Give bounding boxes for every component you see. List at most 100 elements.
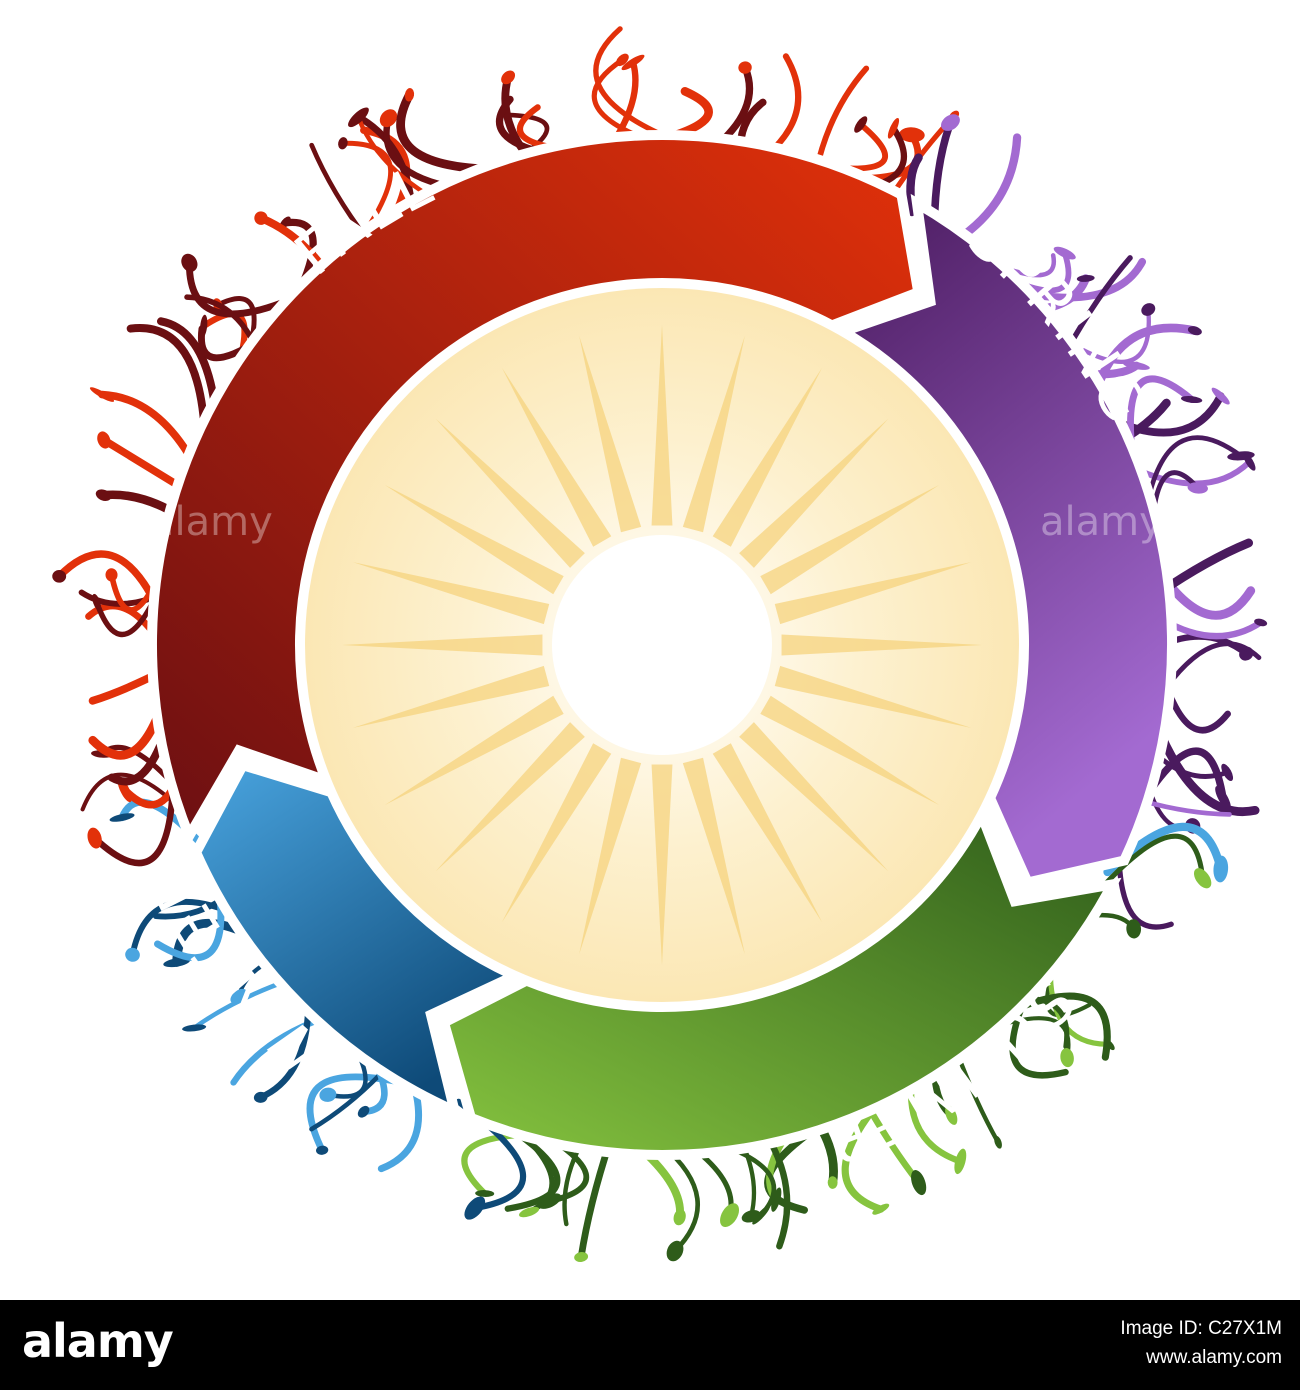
sun-ray bbox=[435, 418, 585, 568]
vine-stem bbox=[1092, 833, 1206, 898]
sun-ray bbox=[760, 485, 940, 595]
leaf bbox=[673, 1209, 686, 1226]
leaf bbox=[92, 593, 102, 611]
leaf bbox=[1221, 763, 1234, 782]
sun-ray bbox=[579, 335, 642, 533]
leaf bbox=[1254, 618, 1268, 627]
leaf bbox=[854, 116, 868, 133]
leaf bbox=[1076, 274, 1095, 282]
watermark: alamy alamy bbox=[150, 499, 1163, 545]
leaf bbox=[95, 489, 112, 501]
leaf bbox=[771, 1187, 782, 1212]
leaf bbox=[887, 117, 900, 139]
watermark-right: alamy bbox=[1040, 499, 1163, 545]
leaf bbox=[357, 1105, 370, 1118]
leaf bbox=[254, 211, 268, 225]
leaf bbox=[1053, 246, 1076, 260]
leaf bbox=[954, 1148, 967, 1175]
leaf bbox=[348, 107, 369, 128]
leaf bbox=[827, 1176, 838, 1189]
leaf bbox=[1213, 855, 1229, 883]
sun-ray bbox=[739, 418, 889, 568]
sun-ray bbox=[739, 722, 889, 872]
leaf bbox=[1227, 451, 1255, 461]
leaf bbox=[182, 1024, 207, 1032]
footer-logo: alamy bbox=[22, 1314, 174, 1368]
sun-ray bbox=[774, 665, 972, 728]
center-sun bbox=[300, 283, 1024, 1007]
leaf bbox=[994, 1135, 1002, 1149]
leaf bbox=[1187, 482, 1208, 494]
sun-ray bbox=[760, 695, 940, 805]
leaf bbox=[519, 1206, 540, 1218]
leaf bbox=[945, 1105, 958, 1125]
leaf bbox=[253, 1091, 268, 1103]
leaf bbox=[105, 568, 118, 582]
vine-stem bbox=[906, 153, 923, 217]
sun-ray bbox=[781, 634, 982, 656]
vine-stem bbox=[813, 65, 870, 173]
footer-info: Image ID: C27X1M www.alamy.com bbox=[1120, 1314, 1282, 1372]
leaf bbox=[89, 387, 115, 402]
leaf bbox=[1187, 326, 1202, 336]
sun-ray bbox=[352, 665, 550, 728]
leaf bbox=[316, 1145, 329, 1155]
leaf bbox=[1211, 387, 1230, 405]
leaf bbox=[87, 827, 102, 849]
sun-ray bbox=[651, 325, 673, 526]
leaf bbox=[899, 127, 925, 143]
leaf bbox=[941, 114, 960, 131]
leaf bbox=[475, 1190, 495, 1197]
leaf bbox=[125, 947, 140, 962]
leaf bbox=[379, 109, 398, 128]
sun-ray bbox=[682, 757, 745, 955]
vine-stem bbox=[98, 390, 200, 470]
sun-ray bbox=[352, 562, 550, 625]
sun-ray bbox=[712, 367, 822, 547]
leaf bbox=[1215, 785, 1231, 811]
leaf bbox=[163, 957, 190, 968]
sun-ray bbox=[384, 485, 564, 595]
leaf bbox=[1060, 1048, 1074, 1068]
footer-url: www.alamy.com bbox=[1146, 1347, 1282, 1368]
leaf bbox=[752, 1205, 771, 1225]
footer-bar: alamy Image ID: C27X1M www.alamy.com bbox=[0, 1300, 1300, 1390]
sun-ray bbox=[502, 367, 612, 547]
leaf bbox=[621, 54, 645, 71]
watermark-left: alamy bbox=[150, 499, 273, 545]
leaf bbox=[319, 1087, 337, 1102]
image-id: Image ID: C27X1M bbox=[1120, 1318, 1282, 1339]
leaf bbox=[1193, 868, 1212, 889]
sun-ray bbox=[342, 634, 543, 656]
sun-ray bbox=[579, 757, 642, 955]
leaf bbox=[338, 137, 348, 150]
leaf bbox=[404, 88, 415, 102]
vine-stem bbox=[593, 26, 691, 149]
sun-icon bbox=[342, 325, 982, 965]
leaf bbox=[464, 1196, 486, 1220]
leaf bbox=[720, 1203, 740, 1228]
leaf bbox=[1180, 395, 1203, 404]
leaf bbox=[738, 61, 752, 74]
leaf bbox=[574, 1251, 589, 1263]
vine-stem bbox=[762, 53, 802, 160]
sun-ray bbox=[502, 743, 612, 923]
sun-ray bbox=[651, 764, 673, 965]
sun-ray bbox=[712, 743, 822, 923]
leaf bbox=[1126, 919, 1142, 939]
sun-ray bbox=[384, 695, 564, 805]
leaf bbox=[230, 988, 248, 1004]
leaf bbox=[97, 431, 111, 449]
leaf bbox=[1141, 303, 1156, 316]
leaf bbox=[666, 1240, 684, 1262]
leaf bbox=[1122, 361, 1150, 370]
leaf bbox=[181, 253, 198, 272]
leaf bbox=[911, 1170, 927, 1196]
leaf bbox=[52, 569, 67, 583]
vine-stem bbox=[577, 1138, 614, 1261]
sun-ray bbox=[435, 722, 585, 872]
leaf bbox=[616, 53, 629, 67]
leaf bbox=[872, 1203, 890, 1215]
sun-ray bbox=[682, 335, 745, 533]
